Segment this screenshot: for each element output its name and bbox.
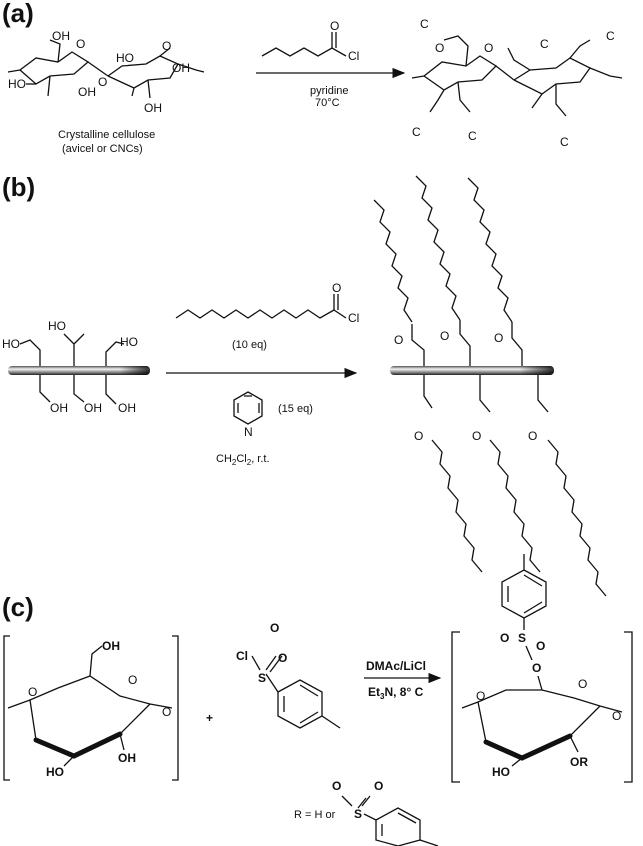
- cellulose-structure-a: OH O HO OH O OH O HO OH: [7, 29, 205, 115]
- panel-a: (a) OH O HO OH O OH O HO OH Crystalline …: [2, 0, 623, 155]
- r-tosyl-group: S O O: [332, 779, 439, 846]
- base-b-equivalents: (15 eq): [278, 403, 313, 415]
- reagent-b-chloride: Cl: [348, 311, 359, 325]
- product-a-o1: O: [435, 41, 444, 55]
- substrate-caption-line1: Crystalline cellulose: [58, 129, 155, 141]
- reagent-b-oxygen: O: [332, 281, 341, 295]
- product-tosyl-o3: O: [532, 661, 541, 675]
- product-tosyl-s: S: [518, 631, 526, 645]
- product-tosyl-o1: O: [500, 631, 509, 645]
- glucose-unit-left: O OH O HO OH O: [7, 639, 173, 779]
- tosyl-chloride: Cl S O O: [236, 621, 341, 729]
- panel-b: (b) HO HO HO OH OH OH O Cl (10 eq): [2, 172, 607, 597]
- acyl-chains-upper: [373, 175, 513, 323]
- rod-hydroxyl-6: OH: [118, 401, 136, 415]
- r-tosyl-o2: O: [374, 779, 383, 793]
- ring-o-c3: O: [162, 705, 171, 719]
- rod-hydroxyl-3: HO: [120, 335, 138, 349]
- nanocrystal-rod-right: O O O O O O: [390, 320, 554, 443]
- hydroxyl-a2: HO: [8, 77, 26, 91]
- pyridine-nitrogen: N: [244, 425, 253, 439]
- r-tosyl-o1: O: [332, 779, 341, 793]
- hydroxyl-c3: OH: [118, 751, 136, 765]
- ester-o-down1: O: [414, 429, 423, 443]
- product-a-ester3: C: [468, 129, 477, 143]
- product-a-ester6: C: [606, 29, 615, 43]
- r-tosyl-s: S: [354, 807, 362, 821]
- product-a-ester5: C: [540, 37, 549, 51]
- ester-o-down3: O: [528, 429, 537, 443]
- pyridine: N: [233, 391, 263, 439]
- product-ring-o2: O: [578, 677, 587, 691]
- product-a-ester2: C: [412, 125, 421, 139]
- substrate-caption-line2: (avicel or CNCs): [62, 143, 143, 155]
- rod-hydroxyl-2: HO: [48, 319, 66, 333]
- product-tosyl: S O O O: [500, 554, 547, 691]
- conditions-c-line2: Et3N, 8° C: [368, 685, 424, 701]
- acyl-chains-lower: [431, 439, 607, 597]
- reagent-a-chloride: Cl: [348, 49, 359, 63]
- product-a-ester1: C: [420, 17, 429, 31]
- tosyl-chloride-o1: O: [278, 651, 287, 665]
- conditions-a-line2: 70°C: [315, 97, 340, 109]
- conditions-a-line1: pyridine: [310, 85, 349, 97]
- ring-oxygen-a2: O: [162, 39, 171, 53]
- bridge-oxygen-a: O: [98, 75, 107, 89]
- product-a-ester4: C: [560, 135, 569, 149]
- hydroxyl-a4: OH: [172, 61, 190, 75]
- product-tosyl-o2: O: [536, 639, 545, 653]
- rod-hydroxyl-5: OH: [84, 401, 102, 415]
- ester-o-up1: O: [394, 333, 403, 347]
- lauroyl-chloride: O Cl: [175, 281, 359, 325]
- hydroxyl-a1: OH: [52, 29, 70, 43]
- ester-o-up3: O: [494, 331, 503, 345]
- reagent-b-equivalents: (10 eq): [232, 339, 267, 351]
- product-ring-o1: O: [476, 689, 485, 703]
- product-or-group: OR: [570, 755, 588, 769]
- hydroxyl-a3: OH: [78, 85, 96, 99]
- glucose-unit-product: O O O HO OR: [461, 677, 623, 779]
- ring-o-c1: O: [28, 685, 37, 699]
- r-definition: R = H or: [294, 809, 336, 821]
- acylated-cellulose-product: C O C C C C C O: [411, 17, 623, 149]
- ring-o-c2: O: [128, 673, 137, 687]
- product-ring-o3: O: [612, 709, 621, 723]
- hexanoyl-chloride: O Cl: [261, 19, 359, 63]
- tosyl-chloride-cl: Cl: [236, 649, 248, 663]
- product-a-ring-o: O: [484, 41, 493, 55]
- tosyl-chloride-s: S: [258, 671, 266, 685]
- tosyl-chloride-o2: O: [270, 621, 279, 635]
- product-hydroxyl: HO: [492, 765, 510, 779]
- ester-o-down2: O: [472, 429, 481, 443]
- conditions-c-line1: DMAc/LiCl: [366, 659, 426, 673]
- solvent-b: CH2Cl2, r.t.: [216, 453, 270, 467]
- reagent-a-oxygen: O: [330, 19, 339, 33]
- nanocrystal-rod-left: HO HO HO OH OH OH: [2, 319, 150, 415]
- ring-oxygen-a1: O: [76, 37, 85, 51]
- hydroxyl-c2: HO: [46, 765, 64, 779]
- rod-hydroxyl-4: OH: [50, 401, 68, 415]
- panel-a-label: (a): [2, 0, 34, 28]
- hydroxyl-a6: OH: [144, 101, 162, 115]
- panel-b-label: (b): [2, 172, 35, 202]
- rod-hydroxyl-1: HO: [2, 337, 20, 351]
- hydroxyl-a5: HO: [116, 51, 134, 65]
- panel-c: (c) O OH O HO OH O + Cl S O O: [2, 554, 633, 846]
- panel-c-label: (c): [2, 592, 34, 622]
- ester-o-up2: O: [440, 329, 449, 343]
- hydroxyl-c1: OH: [102, 639, 120, 653]
- plus-sign: +: [206, 711, 213, 725]
